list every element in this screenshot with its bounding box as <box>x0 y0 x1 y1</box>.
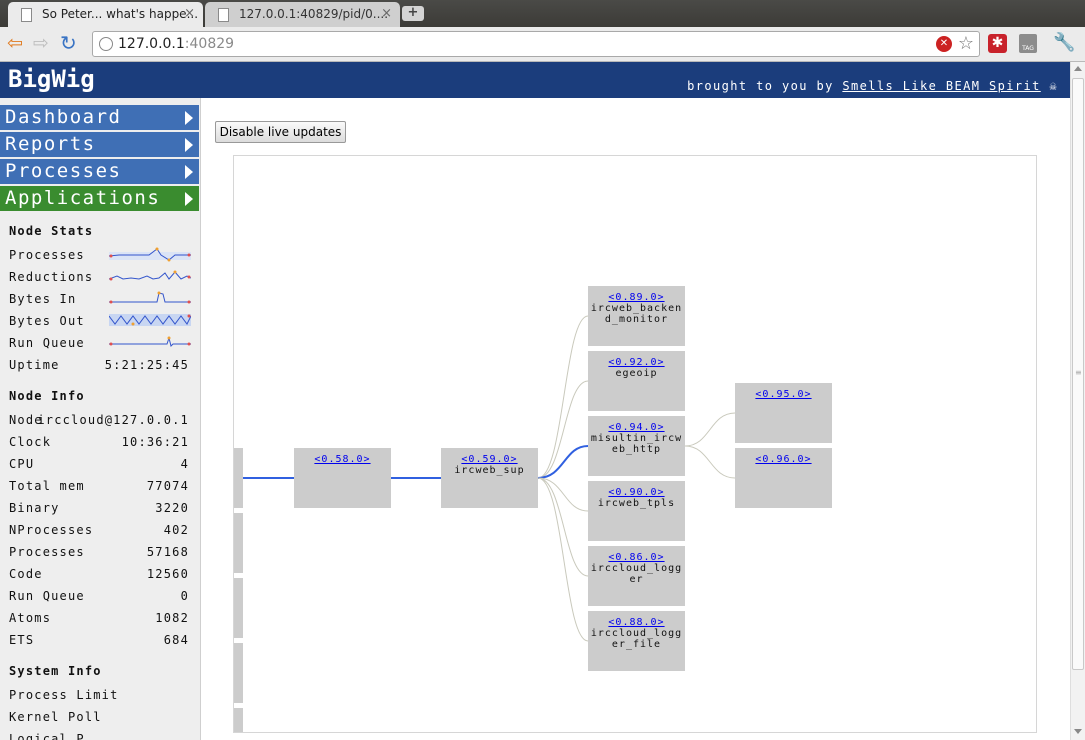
vertical-scrollbar[interactable]: ≡ <box>1070 62 1085 740</box>
stat-row: Processes <box>0 244 200 266</box>
tree-node-child[interactable]: <0.94.0> misultin_ircweb_http <box>588 416 685 476</box>
nav-reports[interactable]: Reports <box>0 132 199 157</box>
pid-link[interactable]: <0.92.0> <box>608 357 665 368</box>
back-arrow-icon[interactable]: ⇦ <box>7 32 23 54</box>
arrow-right-icon <box>185 192 193 206</box>
pid-link[interactable]: <0.90.0> <box>608 487 665 498</box>
address-bar[interactable]: 127.0.0.1:40829 ✕ ☆ <box>92 31 980 57</box>
credit-line: brought to you by Smells Like BEAM Spiri… <box>687 79 1058 93</box>
node-info-title: Node Info <box>9 389 85 403</box>
nav-applications[interactable]: Applications <box>0 186 199 211</box>
tree-node-sup[interactable]: <0.59.0> ircweb_sup <box>441 448 538 508</box>
sidebar: Dashboard Reports Processes Applications… <box>0 98 201 740</box>
globe-icon <box>99 37 113 51</box>
tree-node-child[interactable]: <0.90.0> ircweb_tpls <box>588 481 685 541</box>
pid-link[interactable]: <0.95.0> <box>755 389 812 400</box>
tree-node-child[interactable]: <0.92.0> egeoip <box>588 351 685 411</box>
pid-link[interactable]: <0.59.0> <box>461 454 518 465</box>
grip-icon: ≡ <box>1075 368 1082 377</box>
sysinfo-row: Logical P <box>9 732 85 740</box>
document-icon <box>218 8 229 22</box>
main-content: Disable live updates <0.58.0> <0.59.0> i… <box>201 98 1070 740</box>
pid-link[interactable]: <0.89.0> <box>608 292 665 303</box>
browser-toolbar: ⇦ ⇨ ↻ 127.0.0.1:40829 ✕ ☆ ✱ TAG 🔧 <box>0 27 1085 62</box>
close-tab-icon[interactable]: × <box>184 6 195 21</box>
tree-edges <box>234 315 736 642</box>
scroll-up-icon[interactable] <box>1074 66 1082 71</box>
pid-link[interactable]: <0.58.0> <box>314 454 371 465</box>
blocked-icon[interactable]: ✕ <box>936 36 952 52</box>
url-text[interactable]: 127.0.0.1:40829 <box>118 36 235 52</box>
node-stats-title: Node Stats <box>9 224 94 238</box>
star-icon[interactable]: ☆ <box>957 33 974 54</box>
stat-row: Run Queue <box>0 332 200 354</box>
pid-link[interactable]: <0.86.0> <box>608 552 665 563</box>
collapsed-node[interactable] <box>234 578 243 638</box>
pid-link[interactable]: <0.94.0> <box>608 422 665 433</box>
collapsed-node[interactable] <box>234 643 243 703</box>
collapsed-node[interactable] <box>234 448 243 508</box>
sparkline <box>109 336 191 347</box>
tab-title: 127.0.0.1:40829/pid/0.... <box>239 7 389 21</box>
sparkline <box>109 247 191 262</box>
stat-row: Reductions <box>0 266 200 288</box>
skull-icon: ☠ <box>1049 79 1058 93</box>
scroll-down-icon[interactable] <box>1074 729 1082 734</box>
stat-row: Bytes Out <box>0 310 200 332</box>
sparkline <box>109 314 191 326</box>
sysinfo-row: Process Limit <box>9 688 119 702</box>
browser-tab-active[interactable]: So Peter... what's happe... × <box>8 2 203 27</box>
pid-link[interactable]: <0.96.0> <box>755 454 812 465</box>
reload-icon[interactable]: ↻ <box>60 31 77 55</box>
extension-icon[interactable]: ✱ <box>988 34 1007 53</box>
new-tab-button[interactable]: + <box>402 6 424 21</box>
tab-title: So Peter... what's happe... <box>42 7 199 21</box>
page-header: BigWig brought to you by Smells Like BEA… <box>0 62 1070 98</box>
stat-row: Bytes In <box>0 288 200 310</box>
forward-arrow-icon[interactable]: ⇨ <box>33 32 49 54</box>
tree-node-child[interactable]: <0.86.0> irccloud_logger <box>588 546 685 606</box>
arrow-right-icon <box>185 138 193 152</box>
tree-node-child[interactable]: <0.88.0> irccloud_logger_file <box>588 611 685 671</box>
system-info-title: System Info <box>9 664 102 678</box>
collapsed-node[interactable] <box>234 513 243 573</box>
sparkline <box>109 291 191 304</box>
credit-link[interactable]: Smells Like BEAM Spirit <box>842 79 1041 93</box>
pid-link[interactable]: <0.88.0> <box>608 617 665 628</box>
arrow-right-icon <box>185 165 193 179</box>
browser-tabstrip: So Peter... what's happe... × 127.0.0.1:… <box>0 0 1085 27</box>
browser-tab[interactable]: 127.0.0.1:40829/pid/0.... × <box>205 2 400 27</box>
nav-processes[interactable]: Processes <box>0 159 199 184</box>
scrollbar-thumb[interactable] <box>1072 78 1084 670</box>
arrow-right-icon <box>185 111 193 125</box>
sparkline <box>109 270 191 281</box>
tag-extension-icon[interactable]: TAG <box>1019 34 1037 53</box>
tree-node-child[interactable]: <0.89.0> ircweb_backend_monitor <box>588 286 685 346</box>
close-tab-icon[interactable]: × <box>381 6 392 21</box>
nav-dashboard[interactable]: Dashboard <box>0 105 199 130</box>
tree-node-grandchild[interactable]: <0.96.0> <box>735 448 832 508</box>
collapsed-node[interactable] <box>234 708 243 732</box>
tree-node-grandchild[interactable]: <0.95.0> <box>735 383 832 443</box>
disable-live-updates-button[interactable]: Disable live updates <box>215 121 346 143</box>
app-logo[interactable]: BigWig <box>8 65 95 93</box>
supervision-tree: <0.58.0> <0.59.0> ircweb_sup <0.89.0> ir… <box>233 155 1037 733</box>
tree-node-root[interactable]: <0.58.0> <box>294 448 391 508</box>
wrench-icon[interactable]: 🔧 <box>1053 32 1076 53</box>
document-icon <box>21 8 32 22</box>
sysinfo-row: Kernel Poll <box>9 710 102 724</box>
